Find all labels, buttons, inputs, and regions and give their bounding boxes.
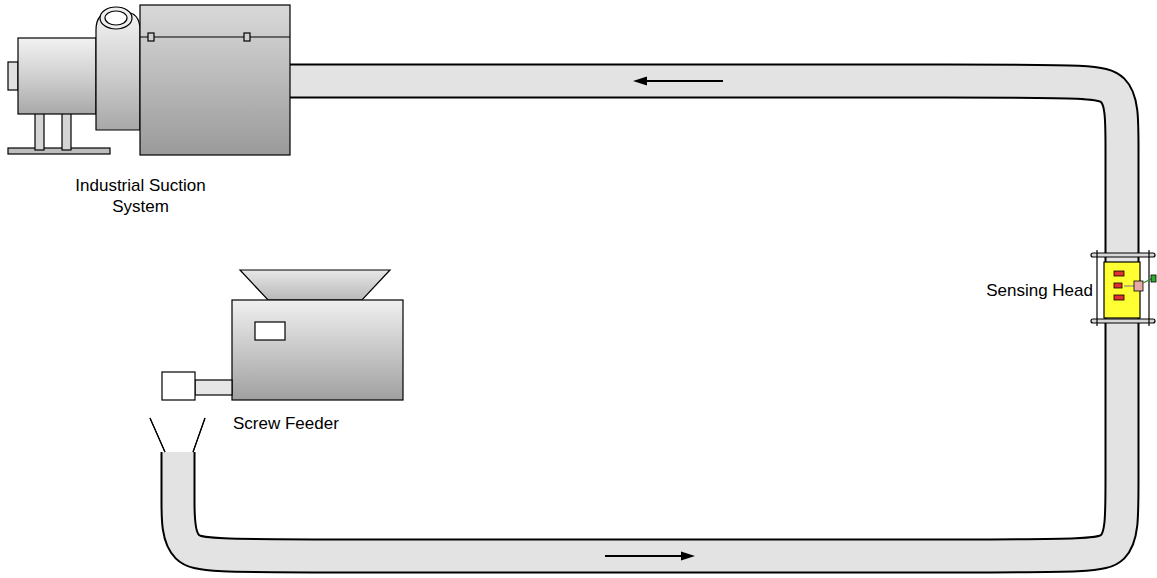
motor-body [18, 38, 96, 114]
arrow-head [681, 552, 695, 561]
lid-line [140, 36, 290, 37]
flange [1091, 319, 1155, 323]
flange-bolt [1148, 250, 1149, 326]
device-label: Screw Feeder [233, 413, 339, 434]
electrode [1114, 283, 1122, 288]
fan-outlet-inner [105, 11, 127, 25]
filter-box [140, 5, 290, 155]
screw-shaft [195, 380, 232, 395]
lid-clamp [244, 33, 250, 41]
pipe-wall [290, 81, 1122, 262]
device-node: Industrial Suction System [8, 5, 290, 155]
pipe-bore [290, 81, 1122, 262]
electrode [1114, 295, 1124, 300]
device-label: Sensing Head [986, 280, 1093, 301]
suction-machine [8, 5, 290, 155]
motor-end-cap [8, 62, 18, 90]
signal-wire [1124, 285, 1134, 286]
signal-cable [1143, 279, 1151, 283]
cable-end [1151, 275, 1156, 282]
inlet-funnel [150, 418, 205, 452]
screw-outlet [162, 372, 195, 400]
electrode [1114, 271, 1124, 276]
connector-plug [1134, 281, 1143, 291]
screw-feeder-machine [150, 270, 403, 452]
device-node: Sensing Head [1104, 262, 1140, 318]
flange [1091, 253, 1155, 257]
feeder-body [232, 300, 403, 400]
fan-housing [96, 12, 140, 130]
motor-leg [35, 112, 44, 150]
feeder-window [255, 322, 285, 340]
flow-arrow [605, 555, 683, 557]
conveying-pipe [290, 77, 1122, 263]
motor-leg [62, 112, 71, 150]
device-node: Screw Feeder [150, 270, 405, 452]
device-label: Industrial Suction System [53, 175, 228, 218]
lid-clamp [148, 33, 154, 41]
arrow-head [633, 77, 647, 86]
inlet-funnel-wall [150, 418, 205, 452]
fan-outlet [100, 7, 132, 29]
motor-base [8, 148, 110, 154]
hopper [240, 270, 390, 300]
inlet-funnel-mouth [151, 418, 204, 452]
flow-arrow [645, 80, 723, 82]
flange-bolt [1096, 250, 1097, 326]
sensing-head-device [1091, 250, 1156, 326]
